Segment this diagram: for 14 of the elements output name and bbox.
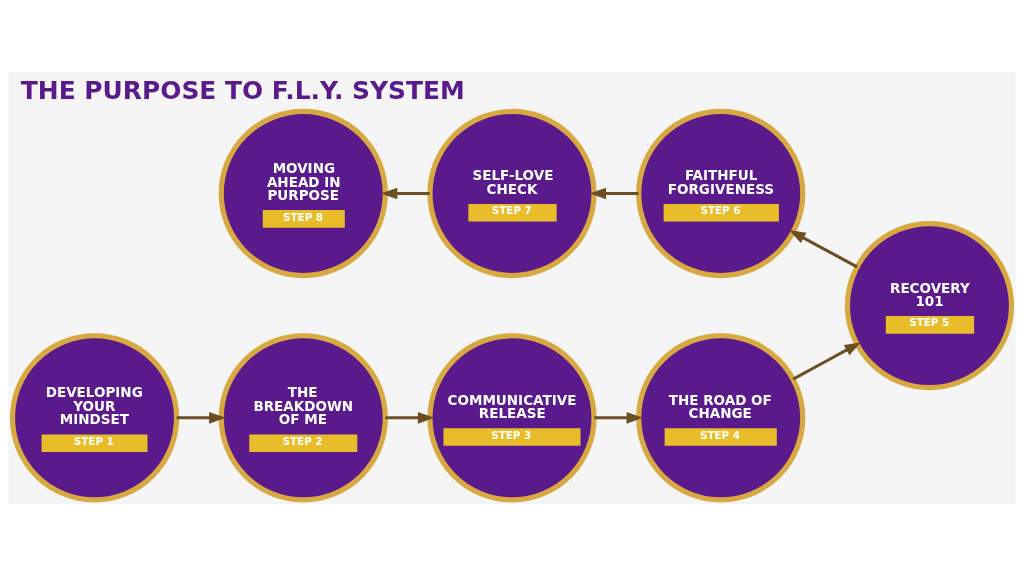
arrow <box>589 187 639 199</box>
arrow <box>594 411 644 424</box>
node-circle: COMMUNICATIVE RELEASE STEP 3 <box>427 332 597 502</box>
node-circle: THE BREAKDOWN OF ME STEP 2 <box>218 332 388 502</box>
arrow <box>789 229 858 268</box>
node-circle: SELF-LOVE CHECK STEP 7 <box>427 108 597 278</box>
arrow <box>385 411 435 424</box>
arrow <box>176 411 226 424</box>
arrow <box>792 341 862 380</box>
arrow <box>380 187 430 199</box>
diagram-title: THE PURPOSE TO F.L.Y. SYSTEM <box>20 75 465 105</box>
node-circle: DEVELOPING YOUR MINDSET STEP 1 <box>9 332 180 502</box>
node-circle: MOVING AHEAD IN PURPOSE STEP 8 <box>218 108 388 278</box>
node-circle: THE ROAD OF CHANGE STEP 4 <box>636 332 806 502</box>
